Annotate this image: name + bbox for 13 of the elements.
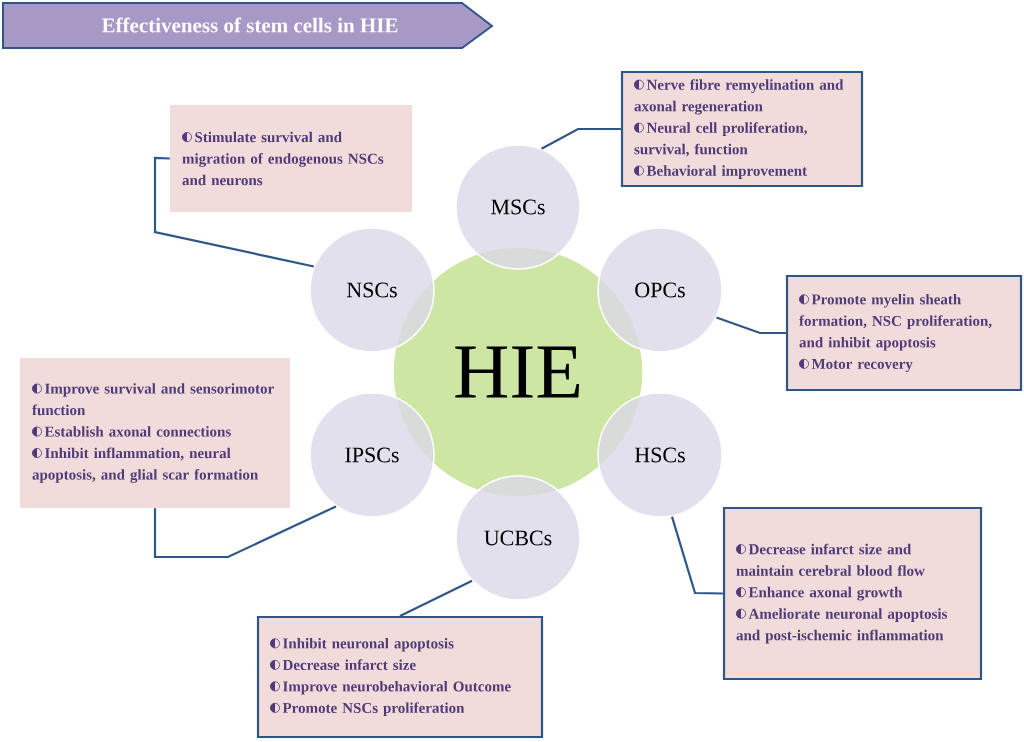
connector-line xyxy=(153,156,315,268)
title-banner: Effectiveness of stem cells in HIE xyxy=(2,2,494,49)
text-box: Inhibit neuronal apoptosis Decrease infarct size Improve neurobehavioral Outcome Promote NSCs proliferation xyxy=(256,615,544,739)
text-box: Promote myelin sheath formation, NSC proliferation, and inhibit apoptosis Motor recovery xyxy=(785,274,1023,392)
text-box: Improve survival and sensorimotor function Establish axonal connections Inhibit inflammation, neural apoptosis, and glial scar formation xyxy=(20,358,290,508)
connector-line xyxy=(670,516,723,595)
text-box: Decrease infarct size and maintain cerebral blood flow Enhance axonal growth Ameliorate neuronal apoptosis and post-ischemic inflammation xyxy=(722,506,983,681)
connector-line xyxy=(541,127,621,150)
connector-line xyxy=(716,316,786,335)
text-box: Nerve fibre remyelination and axonal regeneration Neural cell proliferation, survival, function Behavioral improvement xyxy=(620,70,864,188)
connector-line xyxy=(153,505,337,559)
text-box: Stimulate survival and migration of endogenous NSCs and neurons xyxy=(170,105,412,212)
connector-line xyxy=(399,579,473,617)
